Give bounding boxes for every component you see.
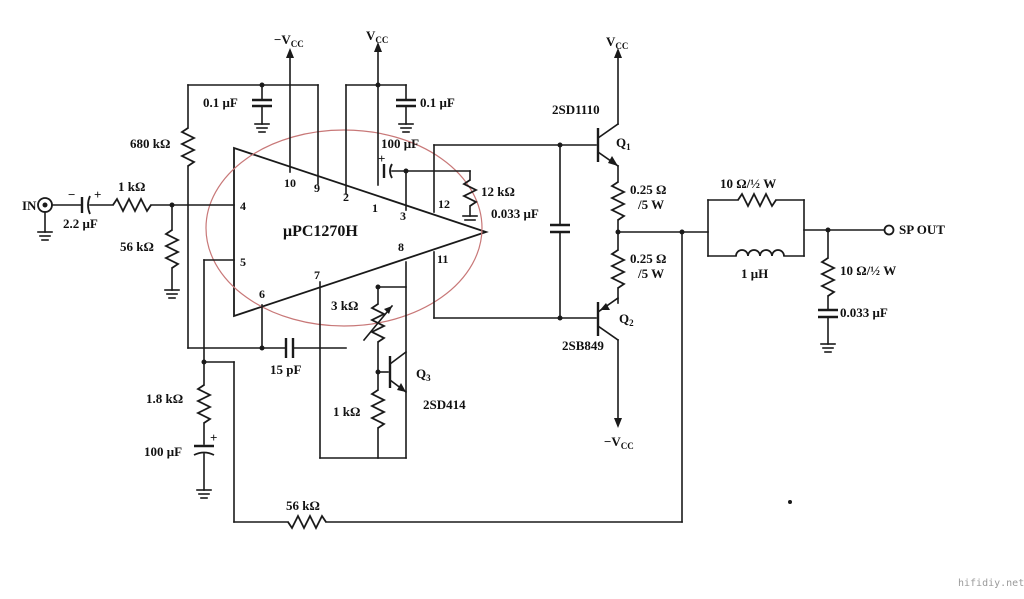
output-label: SP OUT [899, 222, 945, 237]
polarity-plus: + [94, 187, 101, 202]
pin-9: 9 [314, 181, 320, 195]
ic-name: μPC1270H [283, 223, 358, 240]
pin-11: 11 [437, 252, 448, 266]
input-label: IN [22, 198, 37, 213]
ic-triangle [233, 146, 489, 318]
neg-vcc-top-label: −VCC [274, 32, 304, 49]
r-bias-label: 680 kΩ [130, 136, 170, 151]
pin-5: 5 [240, 255, 246, 269]
c-0033-mid-capacitor [550, 223, 570, 234]
q3-type-label: 2SD414 [423, 397, 466, 412]
re1-resistor [609, 181, 627, 221]
pin-6: 6 [259, 287, 265, 301]
r-1k-q3-resistor [369, 389, 387, 429]
r-56k-gnd-resistor [163, 229, 181, 269]
c-100-bottom-label: 100 μF [144, 444, 182, 459]
vcc-top-label: VCC [366, 28, 388, 45]
c-zobel-label: 0.033 μF [840, 305, 888, 320]
input-jack-inner [42, 202, 48, 208]
r-in-label: 1 kΩ [118, 179, 145, 194]
r-zobel-label: 10 Ω/½ W [840, 263, 896, 278]
ic-highlight-ellipse [205, 129, 483, 327]
c-100-top-capacitor [382, 163, 393, 179]
c-15p-capacitor [284, 338, 295, 358]
c-01-right-label: 0.1 μF [420, 95, 455, 110]
c-01-left-capacitor [252, 98, 272, 108]
r-56k-gnd-label: 56 kΩ [120, 239, 154, 254]
pin-10: 10 [284, 176, 296, 190]
neg-vcc-bottom-label: −VCC [604, 434, 634, 451]
q1-type-label: 2SD1110 [552, 102, 600, 117]
r-12k-label: 12 kΩ [481, 184, 515, 199]
re2-label-2: /5 W [637, 266, 664, 281]
svg-text:+: + [210, 430, 217, 445]
c-100-top-label: 100 μF [381, 136, 419, 151]
r-1k-q3-label: 1 kΩ [333, 404, 360, 419]
pin-12: 12 [438, 197, 450, 211]
pin-4: 4 [240, 199, 246, 213]
r-18k-label: 1.8 kΩ [146, 391, 183, 406]
pin-8: 8 [398, 240, 404, 254]
pin-7: 7 [314, 268, 320, 282]
re1-label-2: /5 W [637, 197, 664, 212]
output-terminal[interactable] [883, 224, 895, 236]
l-out-label: 1 μH [741, 266, 768, 281]
c-15p-label: 15 pF [270, 362, 301, 377]
r-zobel-resistor [819, 257, 837, 297]
re2-resistor [609, 249, 627, 289]
re2-label-1: 0.25 Ω [630, 251, 666, 266]
r-18k-resistor [195, 384, 213, 424]
vcc-right-label: VCC [606, 34, 628, 51]
r-out-resistor [737, 191, 777, 209]
q2-label: Q2 [619, 311, 634, 328]
pin-1: 1 [372, 201, 378, 215]
r-bias-resistor [179, 127, 197, 167]
r-3k-label: 3 kΩ [331, 298, 358, 313]
r-fb-label: 56 kΩ [286, 498, 320, 513]
c-01-right-capacitor [396, 98, 416, 108]
q1-label: Q1 [616, 135, 631, 152]
q3-label: Q3 [416, 366, 431, 383]
q2-type-label: 2SB849 [562, 338, 604, 353]
r-fb-resistor [287, 513, 327, 531]
svg-text:+: + [378, 151, 385, 166]
c-0033-mid-label: 0.033 μF [491, 206, 539, 221]
watermark: hifidiy.net [958, 578, 1024, 589]
c-01-left-label: 0.1 μF [203, 95, 238, 110]
l-out-inductor [735, 249, 785, 257]
c-100-bottom-capacitor [193, 444, 215, 456]
ground-symbol [37, 231, 53, 241]
r-12k-resistor [461, 179, 479, 207]
polarity-minus: − [68, 187, 75, 202]
c-zobel-capacitor [818, 308, 838, 319]
c-in-label: 2.2 μF [63, 216, 98, 231]
input-capacitor [80, 195, 91, 215]
r-out-label: 10 Ω/½ W [720, 176, 776, 191]
r-in-resistor [112, 196, 152, 214]
pin-3: 3 [400, 209, 406, 223]
re1-label-1: 0.25 Ω [630, 182, 666, 197]
pin-2: 2 [343, 190, 349, 204]
